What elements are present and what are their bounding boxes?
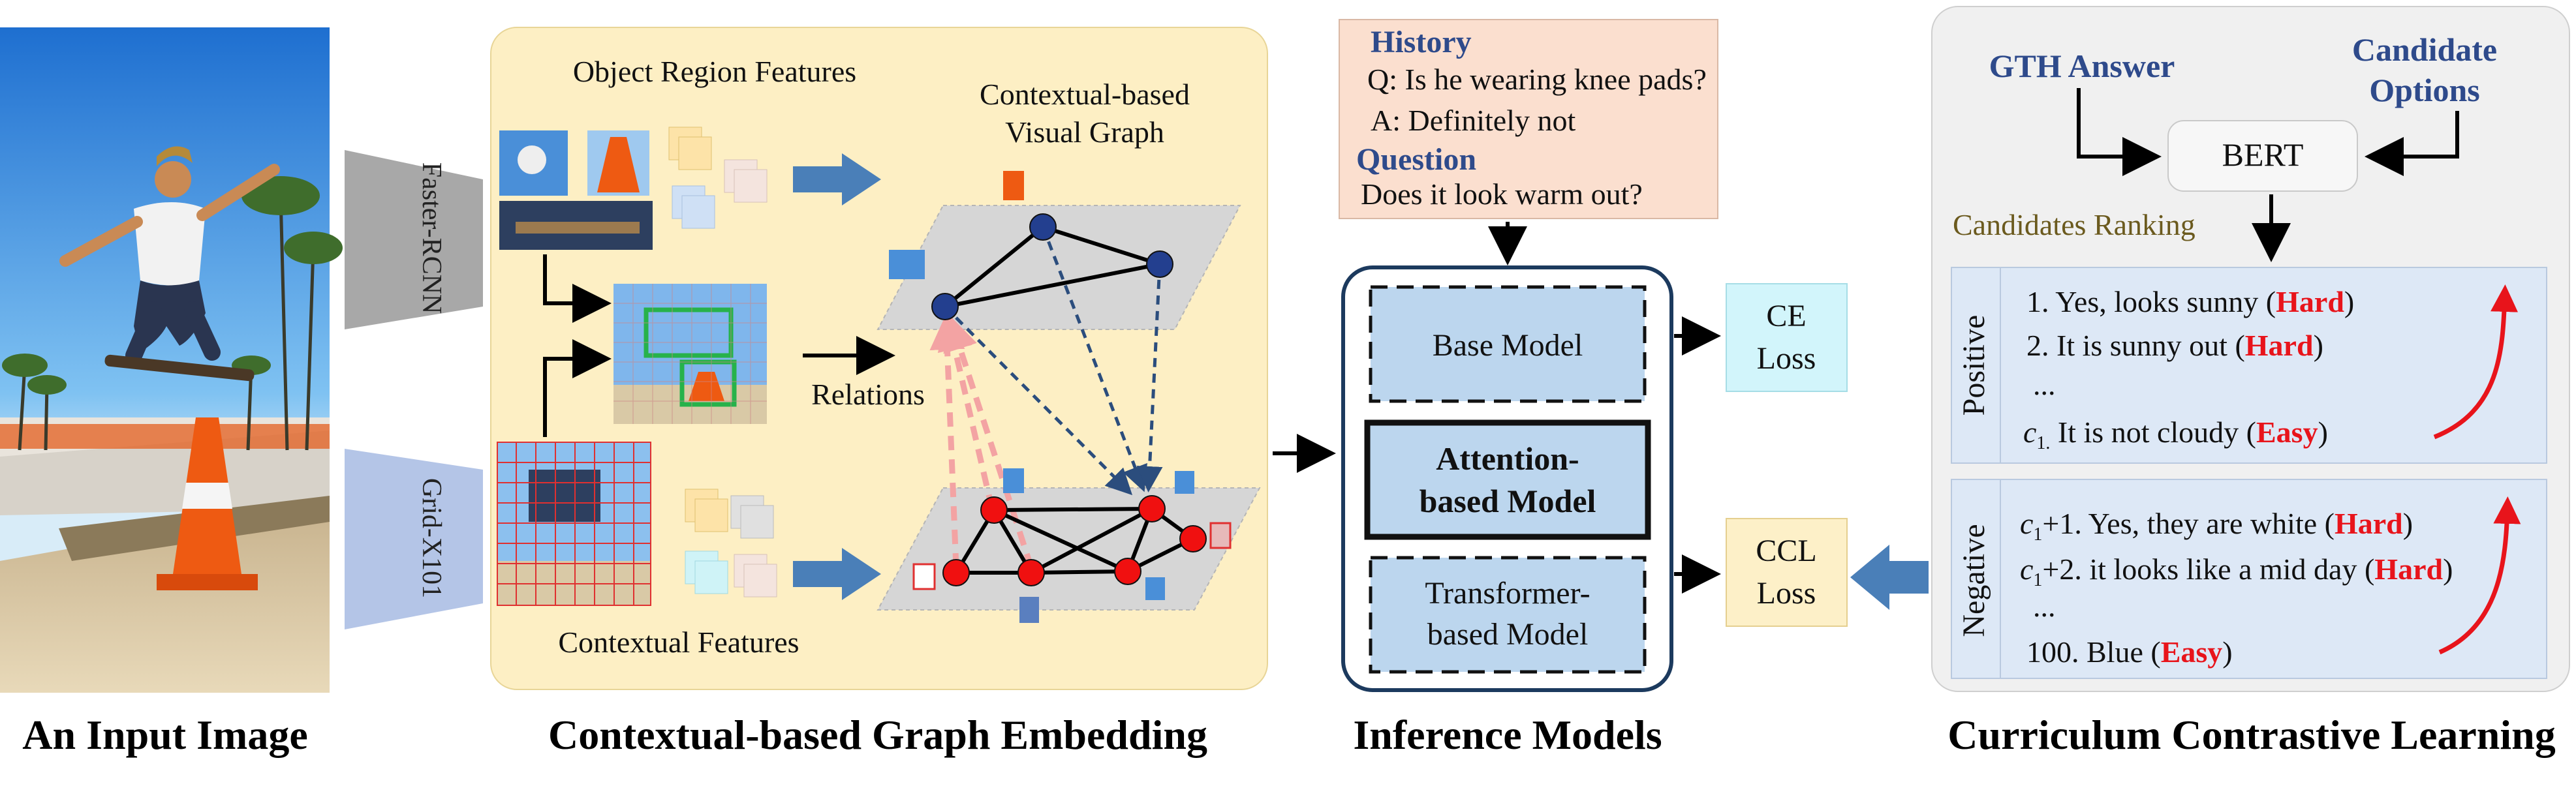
history-question: Q: Is he wearing knee pads? [1367, 63, 1707, 96]
negative-list: Negative c1+1. Yes, they are white (Hard… [1951, 479, 2547, 679]
attention-model-box: Attention- based Model [1364, 419, 1651, 540]
transformer-model-box: Transformer- based Model [1369, 556, 1647, 674]
object-region-label: Object Region Features [573, 55, 856, 88]
negative-label: Negative [1957, 524, 1991, 637]
relations-label: Relations [811, 378, 925, 411]
node-thumbnails [889, 171, 1232, 623]
caption-graph-embedding: Contextual-based Graph Embedding [548, 712, 1207, 758]
svg-text:CE: CE [1766, 299, 1806, 333]
graph-title-2: Visual Graph [1005, 115, 1164, 149]
svg-text:Loss: Loss [1757, 576, 1816, 611]
object-feature-stack [668, 127, 768, 229]
svg-text:based Model: based Model [1420, 483, 1596, 519]
palm-trees [18, 195, 315, 451]
candidates-to-bert-arrow [2365, 111, 2459, 176]
caption-input-image: An Input Image [22, 712, 307, 758]
svg-text:c1+1. Yes, they are white (Har: c1+1. Yes, they are white (Hard) [2020, 507, 2413, 545]
gth-to-bert-arrow [2077, 88, 2162, 176]
positive-list: Positive 1. Yes, looks sunny (Hard) 2. I… [1951, 267, 2547, 464]
svg-text:2. It is sunny out (Hard): 2. It is sunny out (Hard) [2026, 329, 2323, 362]
dialog-box: History Q: Is he wearing knee pads? A: D… [1339, 19, 1718, 219]
grid-image [497, 442, 651, 606]
svg-text:c1+2. it looks like a mid day: c1+2. it looks like a mid day (Hard) [2020, 552, 2453, 590]
svg-text:Attention-: Attention- [1436, 440, 1579, 477]
feature-arrow-top [793, 153, 881, 205]
history-title: History [1371, 25, 1472, 59]
grid-x101-label: Grid-X101 [416, 478, 446, 598]
gth-answer-label: GTH Answer [1989, 48, 2175, 84]
svg-text:Transformer-: Transformer- [1425, 576, 1590, 611]
ccl-feedback-arrow [1850, 545, 1929, 610]
negative-difficulty-arrow [2438, 496, 2521, 655]
positive-difficulty-arrow [2433, 284, 2519, 440]
contextual-feature-stack [685, 489, 777, 597]
bert-box: BERT [2167, 120, 2358, 192]
caption-curriculum: Curriculum Contrastive Learning [1948, 712, 2556, 758]
grid-x101-block: Grid-X101 [345, 449, 483, 629]
svg-text:CCL: CCL [1756, 534, 1816, 568]
faster-rcnn-block: Faster-RCNN [345, 150, 483, 329]
svg-text:Loss: Loss [1757, 341, 1816, 376]
base-model-box: Base Model [1369, 285, 1647, 403]
svg-text:based Model: based Model [1427, 617, 1589, 652]
skater [59, 146, 280, 382]
svg-text:100. Blue (Easy): 100. Blue (Easy) [2026, 635, 2233, 669]
question-text: Does it look warm out? [1361, 177, 1643, 211]
detection-image [613, 284, 767, 424]
positive-label: Positive [1957, 315, 1991, 416]
svg-text:c1. It is not cloudy (Easy): c1. It is not cloudy (Easy) [2023, 416, 2328, 453]
ranking-label: Candidates Ranking [1953, 208, 2196, 241]
candidate-options-line2: Options [2369, 72, 2480, 108]
caption-inference-models: Inference Models [1353, 712, 1662, 758]
svg-text:...: ... [2033, 590, 2056, 623]
candidate-options-line1: Candidate [2352, 31, 2497, 68]
faster-rcnn-label: Faster-RCNN [416, 162, 446, 314]
graph-title-1: Contextual-based [980, 78, 1190, 111]
feature-arrow-bottom [793, 548, 881, 600]
ccl-loss-box: CCL Loss [1726, 518, 1848, 627]
visual-graph [877, 171, 1261, 623]
question-title: Question [1356, 142, 1476, 177]
svg-text:1. Yes, looks sunny (Hard): 1. Yes, looks sunny (Hard) [2026, 285, 2354, 318]
input-image [0, 27, 343, 693]
traffic-cone [157, 417, 258, 590]
ce-loss-box: CE Loss [1726, 283, 1848, 392]
feature-connectors [543, 254, 895, 437]
svg-text:...: ... [2033, 368, 2056, 401]
contextual-features-label: Contextual Features [558, 626, 799, 659]
history-answer: A: Definitely not [1371, 104, 1575, 137]
svg-text:BERT: BERT [2222, 136, 2304, 173]
object-region-thumbnails [499, 130, 653, 250]
svg-text:Base Model: Base Model [1433, 328, 1583, 363]
